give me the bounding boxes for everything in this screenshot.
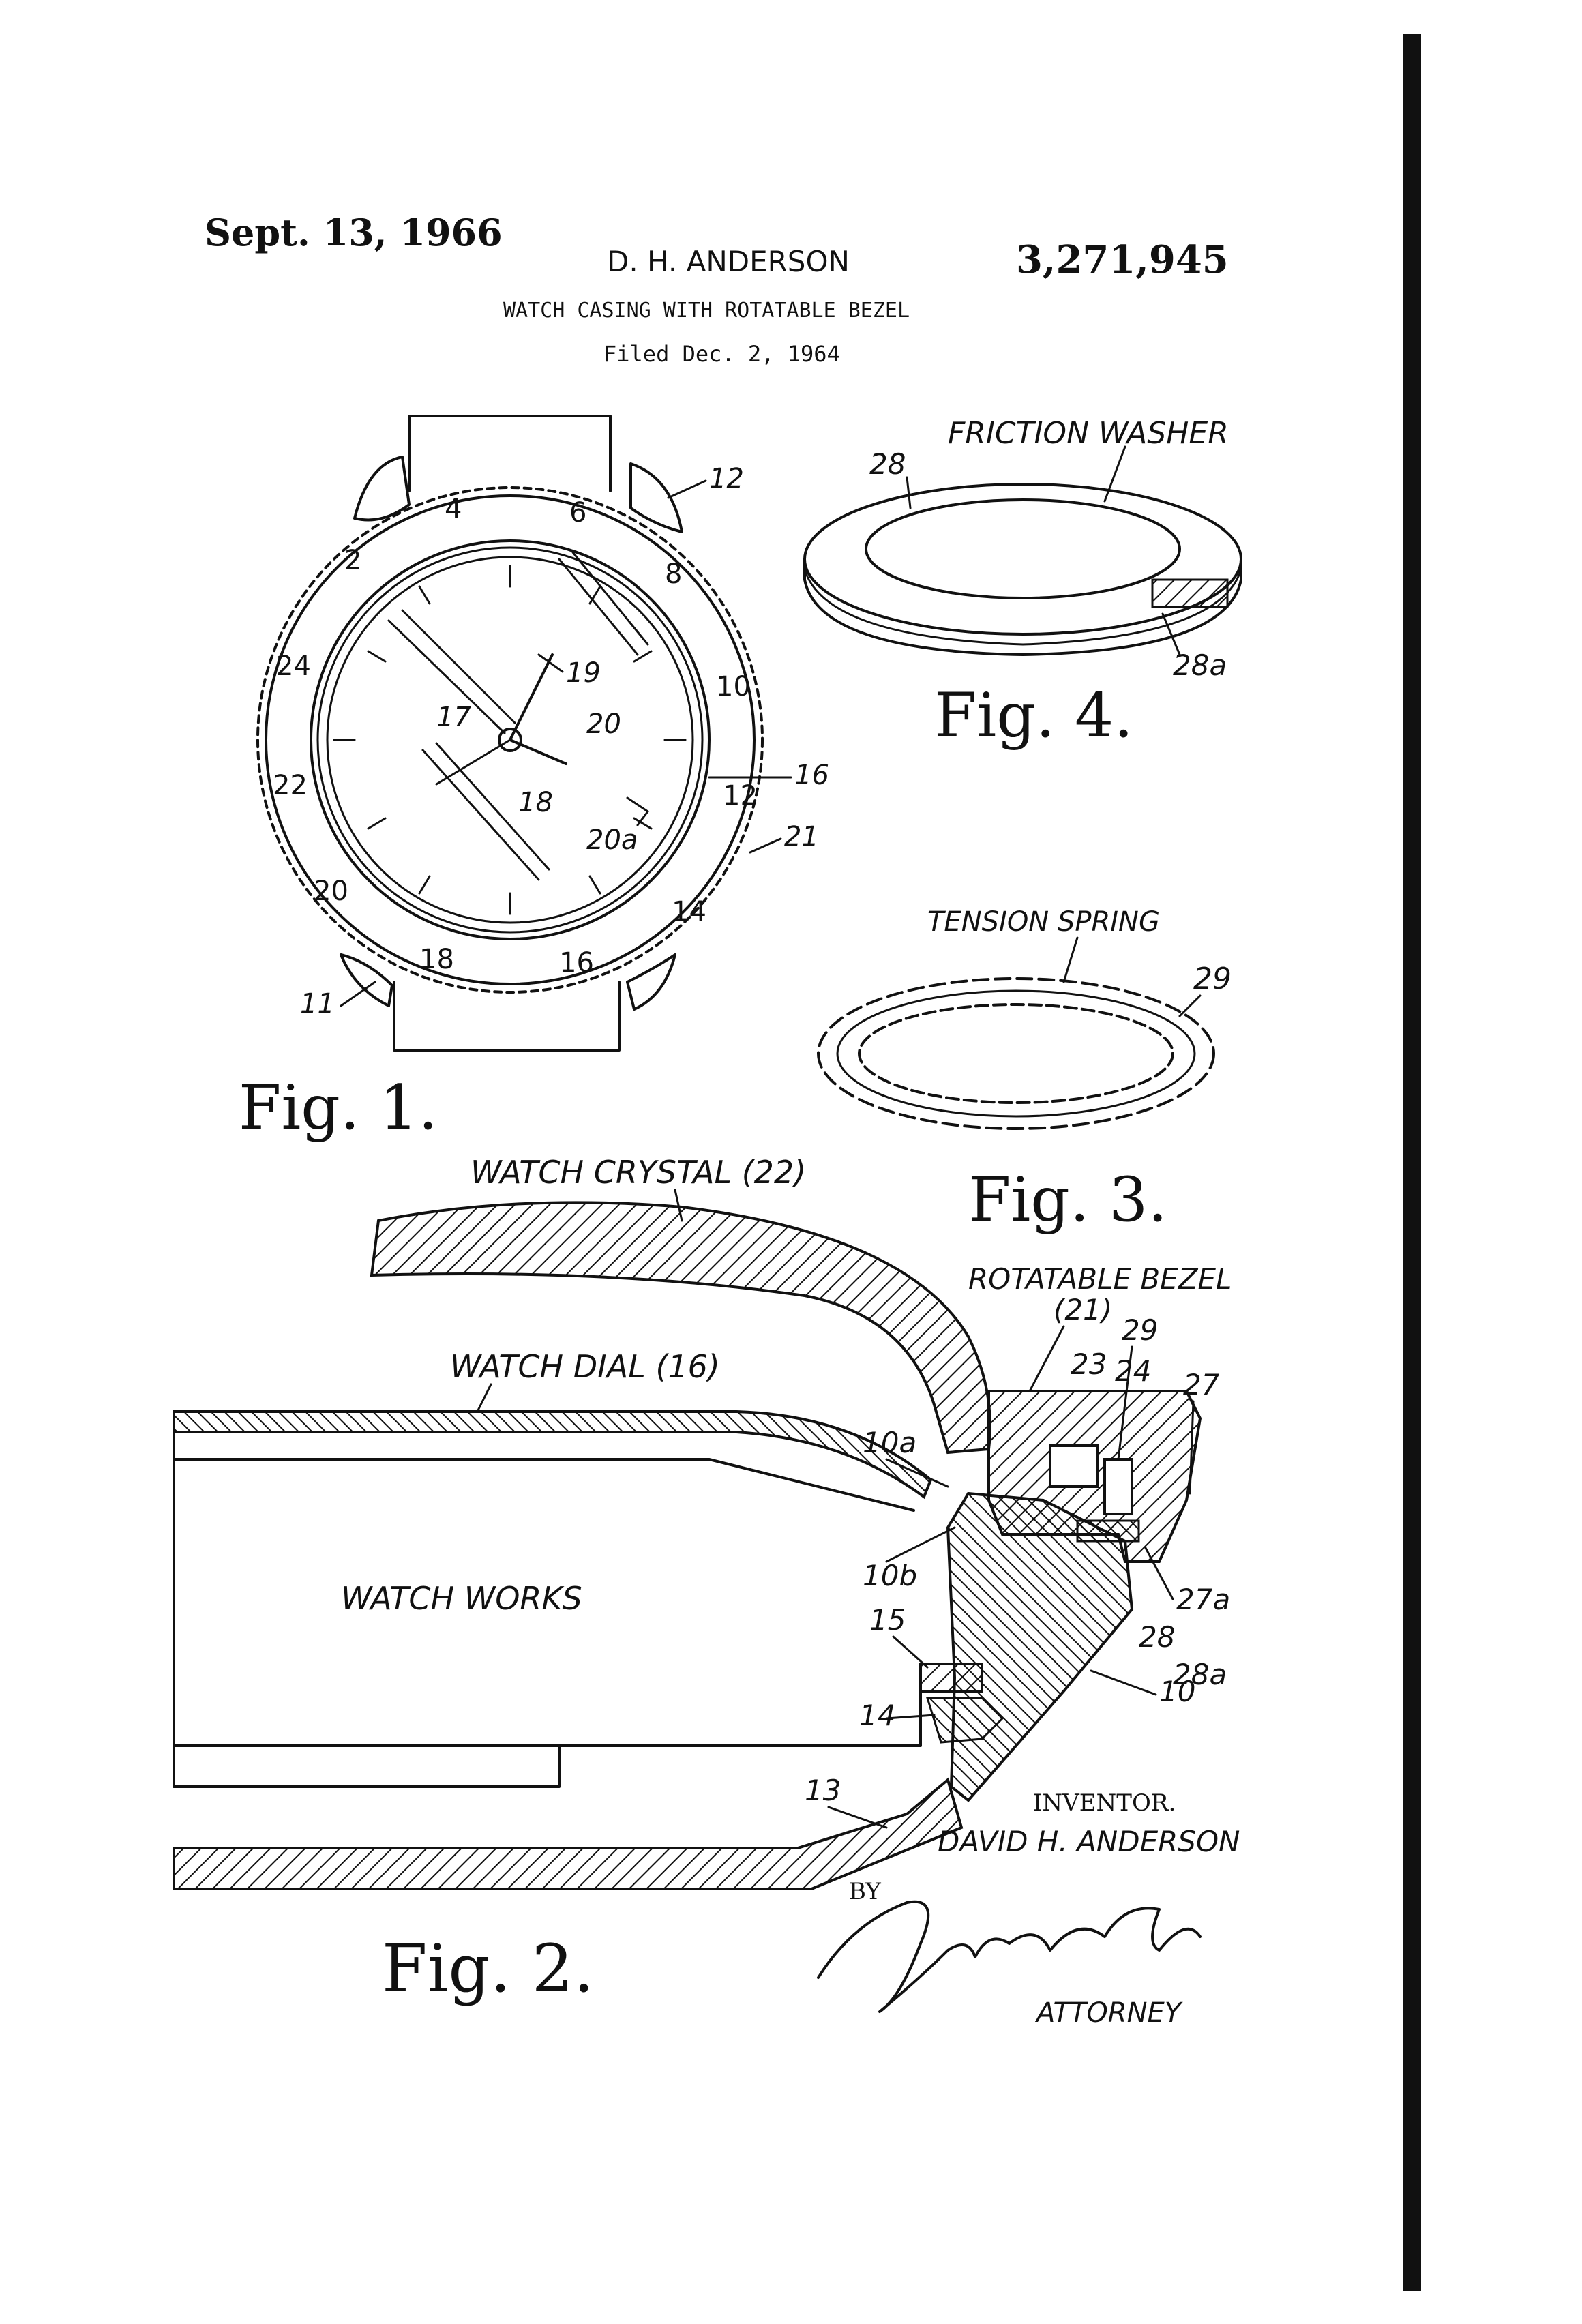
ref-15: 15	[869, 1603, 906, 1637]
bezel-number: 16	[559, 947, 594, 979]
bezel-number: 24	[276, 651, 311, 682]
friction-washer-label: FRICTION WASHER	[948, 416, 1229, 451]
margin-bar	[1403, 34, 1421, 2291]
rotatable-bezel-ref-label: (21)	[1054, 1293, 1112, 1326]
bezel-number: 2	[344, 545, 361, 576]
inventor-full-name: DAVID H. ANDERSON	[938, 1825, 1240, 1858]
ref-24: 24	[1115, 1354, 1151, 1388]
ref-19: 19	[566, 657, 601, 689]
bezel-number: 8	[665, 558, 682, 590]
bezel-number: 14	[672, 896, 706, 927]
spring-inner-wave	[859, 1004, 1173, 1103]
gasket-15	[921, 1664, 982, 1691]
ref-12: 12	[709, 463, 744, 494]
washer-section-cut	[1152, 580, 1227, 607]
ref-14: 14	[859, 1699, 895, 1732]
fig4-ref-28: 28	[869, 447, 906, 481]
strap-top	[409, 416, 610, 491]
leader-28	[907, 477, 910, 508]
lug-bottom-right	[627, 955, 675, 1009]
leader-29	[1180, 996, 1200, 1016]
hour-hand	[510, 740, 566, 764]
fig3-tension-spring: TENSION SPRING 29 Fig. 3.	[818, 906, 1232, 1236]
leader-spring	[1064, 938, 1077, 982]
ref-10b: 10b	[863, 1559, 917, 1592]
ref-27a: 27a	[1176, 1583, 1230, 1616]
bezel-number: 18	[419, 944, 454, 975]
lug-top-left	[355, 457, 409, 520]
fig3-caption: Fig. 3.	[968, 1164, 1167, 1236]
ref-27: 27	[1183, 1368, 1220, 1401]
ref-16: 16	[794, 760, 829, 791]
ref-23: 23	[1071, 1347, 1107, 1381]
fig1-reference-numerals: 12 19 17 20 18 20a 16 21 11	[300, 463, 829, 1019]
ref-29: 29	[1122, 1313, 1158, 1347]
patent-number: 3,271,945	[1016, 237, 1229, 282]
minute-hand	[510, 655, 552, 740]
case-back	[174, 1780, 961, 1889]
fig4-ref-28a: 28a	[1173, 649, 1227, 682]
bezel-number: 10	[716, 671, 751, 702]
fig4-friction-washer: FRICTION WASHER 28 28a Fig. 4.	[805, 416, 1241, 751]
ref-28: 28	[1139, 1620, 1175, 1654]
patent-title: WATCH CASING WITH ROTATABLE BEZEL	[503, 299, 910, 323]
ref-10a: 10a	[863, 1426, 916, 1459]
bezel-number: 6	[569, 497, 586, 528]
bezel-number: 20	[314, 876, 348, 907]
ref-28a: 28a	[1173, 1658, 1227, 1691]
lug-bottom-left	[341, 955, 392, 1006]
lug-top-right	[631, 464, 682, 532]
watch-works-label: WATCH WORKS	[341, 1580, 582, 1617]
spring-outer-wave	[818, 979, 1214, 1129]
ref-21: 21	[784, 821, 819, 852]
ref-17: 17	[436, 702, 471, 733]
ref-20a: 20a	[586, 824, 638, 856]
ref-20: 20	[586, 709, 621, 740]
fig4-caption: Fig. 4.	[934, 680, 1133, 751]
fig3-ref-29: 29	[1193, 962, 1232, 996]
patent-date: Sept. 13, 1966	[205, 211, 503, 254]
inventor-label: INVENTOR.	[1033, 1789, 1176, 1817]
fig2-caption: Fig. 2.	[382, 1931, 594, 2007]
filed-date: Filed Dec. 2, 1964	[603, 341, 840, 367]
fig1-caption: Fig. 1.	[239, 1072, 438, 1144]
by-label: BY	[849, 1878, 881, 1905]
bezel-number: 4	[445, 494, 462, 525]
watch-dial-label: WATCH DIAL (16)	[450, 1348, 720, 1385]
ref-13: 13	[805, 1774, 841, 1807]
part-23	[1050, 1446, 1098, 1487]
washer-inner-hole	[866, 500, 1180, 598]
seconds-hand	[436, 740, 510, 784]
spring-body	[837, 991, 1195, 1116]
part-24	[1105, 1459, 1132, 1514]
ref-11: 11	[300, 988, 335, 1019]
bezel-scale: 4 6 8 10 12 14 16 18 20 22 24 2	[273, 494, 758, 979]
attorney-signature	[818, 1902, 1200, 2012]
watch-crystal-label: WATCH CRYSTAL (22)	[471, 1154, 806, 1191]
bezel-number: 12	[723, 780, 758, 811]
watch-dial	[174, 1412, 931, 1497]
bezel-number: 22	[273, 770, 308, 801]
fig1-leader-lines	[341, 481, 791, 1006]
inventor-name: D. H. ANDERSON	[607, 245, 850, 278]
ref-18: 18	[518, 787, 553, 818]
washer-28	[1077, 1521, 1139, 1541]
rotatable-bezel-label: ROTATABLE BEZEL	[968, 1262, 1232, 1296]
tension-spring-label: TENSION SPRING	[927, 906, 1160, 938]
fig1-watch-front-view: 4 6 8 10 12 14 16 18 20 22 24 2	[239, 416, 829, 1144]
fig2-cross-section: WATCH CRYSTAL (22) WATCH DIAL (16) WATCH…	[174, 1154, 1232, 2007]
attorney-label: ATTORNEY	[1034, 1997, 1184, 2029]
